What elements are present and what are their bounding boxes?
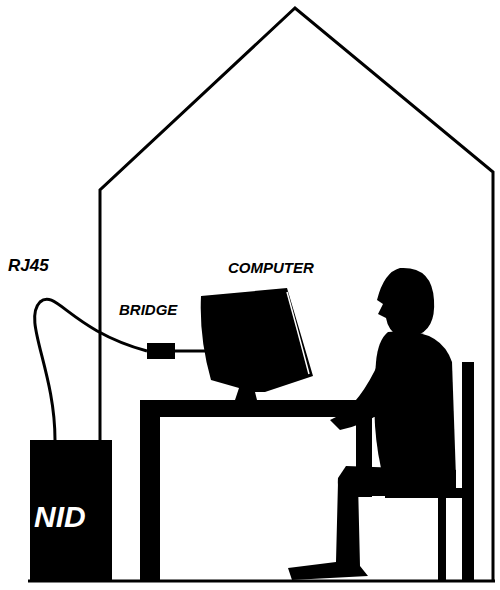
node-label: NID (34, 500, 86, 534)
nid-box: NID (30, 440, 112, 582)
monitor-edge (287, 292, 309, 374)
cable-label: RJ45 (8, 256, 49, 276)
node-label: BRIDGE (119, 301, 177, 318)
monitor-silhouette (201, 288, 313, 400)
desk-leg (140, 417, 160, 580)
bridge-box: BRIDGE (147, 343, 175, 359)
node-label: COMPUTER (228, 259, 314, 276)
monitor-shape (195, 288, 317, 402)
bridge-link (175, 350, 207, 353)
person-arm (330, 350, 408, 430)
person-leg (288, 482, 368, 580)
chair-back (462, 362, 474, 580)
person-head (377, 268, 434, 336)
rj45-cable (35, 299, 147, 440)
chair-leg (438, 498, 446, 580)
computer-monitor: COMPUTER (195, 288, 317, 402)
house-outline (100, 8, 493, 580)
